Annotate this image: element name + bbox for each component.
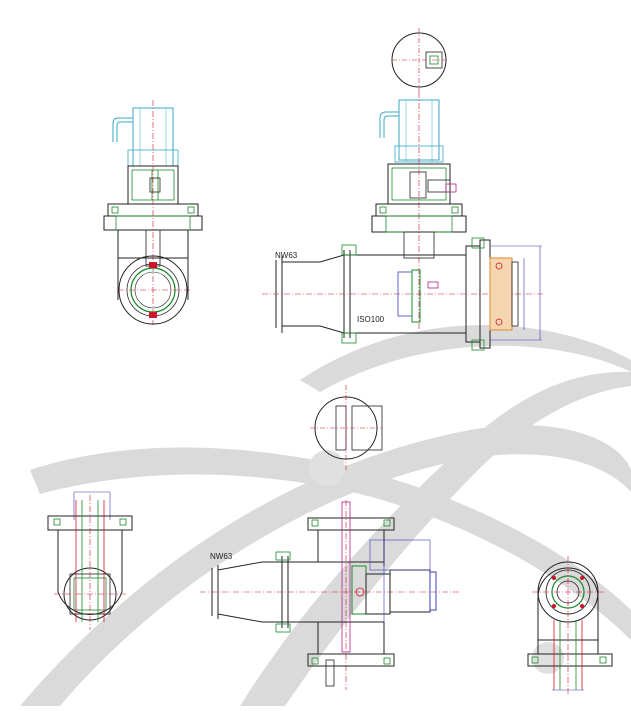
bottom-right-end-view <box>527 556 613 694</box>
label-iso100: ISO100 <box>357 315 385 324</box>
label-nw63-bottom: NW63 <box>210 552 233 561</box>
top-right-front-view <box>262 28 545 351</box>
label-nw63-top: NW63 <box>275 251 298 260</box>
bottom-left-end-view <box>47 491 133 630</box>
top-left-side-view <box>103 100 203 325</box>
bottom-center-plan-view <box>200 385 460 690</box>
